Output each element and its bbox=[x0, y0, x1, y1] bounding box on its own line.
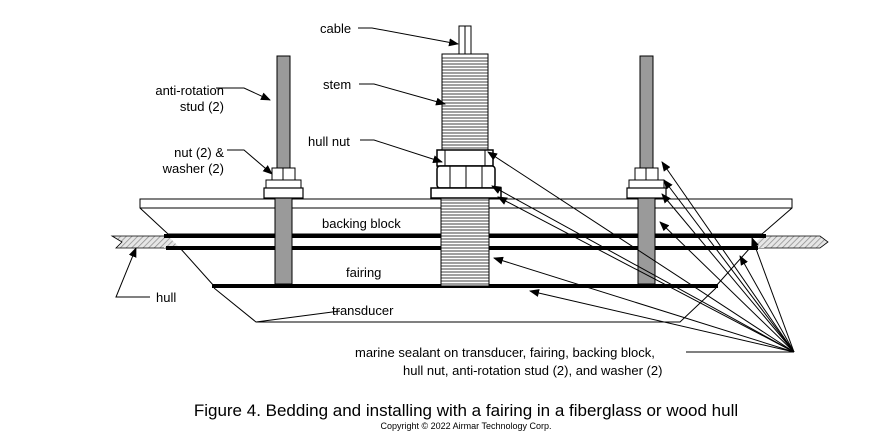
right-anti-rotation-stud bbox=[626, 55, 667, 285]
leader-lines bbox=[115, 27, 795, 353]
anti-rotation-stud-label-line2: stud (2) bbox=[180, 99, 224, 114]
anti-rotation-stud-label-line1: anti-rotation bbox=[155, 83, 224, 98]
backing-block-label: backing block bbox=[322, 216, 401, 231]
fairing-label: fairing bbox=[346, 265, 381, 280]
figure-caption: Figure 4. Bedding and installing with a … bbox=[194, 401, 738, 420]
transducer-label: transducer bbox=[332, 303, 394, 318]
cable-label: cable bbox=[320, 21, 351, 36]
nut-washer-label-line1: nut (2) & bbox=[174, 145, 224, 160]
nut-washer-label-line2: washer (2) bbox=[162, 161, 224, 176]
hull-label: hull bbox=[156, 290, 176, 305]
hull-nut-label: hull nut bbox=[308, 134, 350, 149]
stem bbox=[436, 53, 494, 287]
cable bbox=[458, 25, 472, 55]
left-anti-rotation-stud bbox=[263, 55, 304, 285]
sealant-label-line1: marine sealant on transducer, fairing, b… bbox=[355, 345, 655, 360]
copyright-notice: Copyright © 2022 Airmar Technology Corp. bbox=[380, 421, 551, 431]
sealant-label-line2: hull nut, anti-rotation stud (2), and wa… bbox=[403, 363, 662, 378]
stem-label: stem bbox=[323, 77, 351, 92]
hull-nut bbox=[430, 165, 502, 199]
